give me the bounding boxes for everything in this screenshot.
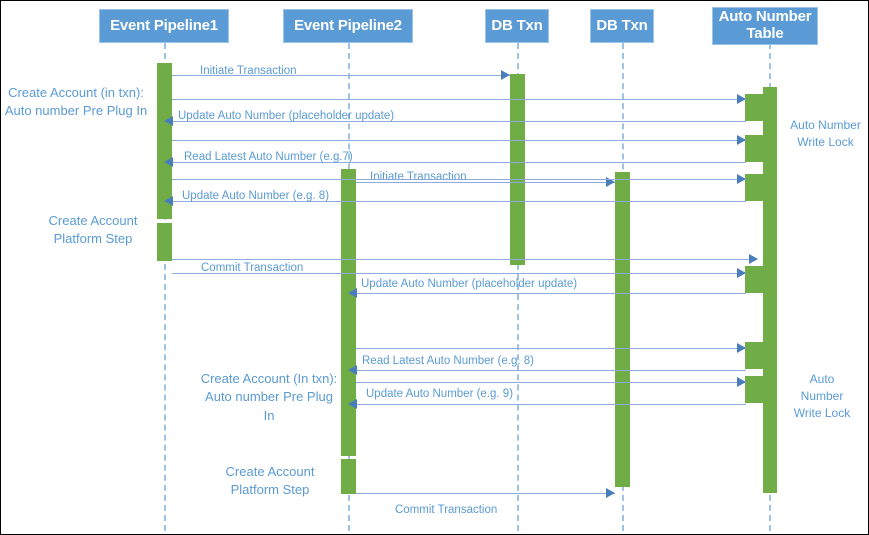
message-line-m1 — [172, 75, 510, 76]
message-line-m10 — [172, 273, 746, 274]
message-line-m9 — [172, 259, 757, 260]
participant-label-event-pipeline1: Event Pipeline1 — [110, 16, 218, 34]
arrowhead-m13 — [348, 365, 357, 375]
message-label-m8: Update Auto Number (e.g. 8) — [182, 190, 330, 202]
message-line-m3 — [172, 121, 746, 122]
message-line-m11 — [356, 293, 746, 294]
activation-ant-op-5 — [745, 342, 763, 369]
arrowhead-m12 — [737, 343, 746, 353]
message-label-m5: Read Latest Auto Number (e.g.7) — [184, 151, 353, 163]
message-label-m16: Commit Transaction — [395, 504, 498, 516]
activation-auto-number-table-lock2 — [763, 266, 777, 493]
activation-ant-op-6 — [745, 376, 763, 403]
message-line-m12 — [356, 348, 746, 349]
message-label-m13: Read Latest Auto Number (e.g. 8) — [362, 355, 534, 367]
participant-auto-number-table[interactable]: Auto Number Table — [712, 7, 818, 45]
annotation-create-account-platform-step-2: Create Account Platform Step — [225, 464, 315, 498]
lifeline-event-pipeline1 — [164, 43, 166, 531]
participant-label-auto-number-table: Auto Number Table — [718, 8, 812, 42]
message-label-m11: Update Auto Number (placeholder update) — [361, 278, 578, 290]
activation-ant-op-4 — [745, 266, 763, 293]
activation-ant-op-3 — [745, 174, 763, 201]
activation-event-pipeline1-b — [157, 223, 172, 261]
message-line-m8 — [172, 201, 746, 202]
arrowhead-m14 — [737, 377, 746, 387]
message-line-m13 — [356, 370, 746, 371]
message-line-m5 — [172, 162, 746, 163]
arrowhead-m3 — [164, 116, 173, 126]
arrowhead-m11 — [348, 288, 357, 298]
message-line-m15 — [356, 404, 746, 405]
activation-event-pipeline1-a — [157, 63, 172, 219]
message-label-m15: Update Auto Number (e.g. 9) — [366, 388, 514, 400]
arrowhead-m10 — [737, 268, 746, 278]
arrowhead-m7 — [737, 174, 746, 184]
participant-db-txn-2[interactable]: DB Txn — [590, 9, 654, 43]
arrowhead-m15 — [348, 399, 357, 409]
arrowhead-m5 — [164, 157, 173, 167]
participant-event-pipeline1[interactable]: Event Pipeline1 — [99, 9, 229, 43]
annotation-auto-number-write-lock-2: Auto Number Write Lock — [793, 372, 851, 421]
arrowhead-m1 — [501, 70, 510, 80]
annotation-create-account-pre-plugin-2: Create Account (In txn): Auto number Pre… — [200, 371, 338, 423]
participant-label-db-txn-2: DB Txn — [596, 16, 648, 34]
activation-ant-op-1 — [745, 94, 763, 121]
message-line-m14 — [356, 382, 746, 383]
message-label-m6: Initiate Transaction — [370, 171, 467, 183]
annotation-create-account-platform-step-1: Create Account Platform Step — [48, 213, 138, 247]
message-label-m1: Initiate Transaction — [200, 65, 297, 77]
message-line-m4 — [172, 140, 746, 141]
activation-ant-op-2 — [745, 135, 763, 162]
message-label-m3: Update Auto Number (placeholder update) — [178, 110, 395, 122]
arrowhead-m6 — [606, 177, 615, 187]
participant-label-event-pipeline2: Event Pipeline2 — [294, 16, 402, 34]
message-line-m6 — [356, 182, 615, 183]
message-line-m2 — [172, 99, 746, 100]
arrowhead-m8 — [164, 196, 173, 206]
activation-event-pipeline2-a — [341, 169, 356, 456]
activation-event-pipeline2-b — [341, 459, 356, 494]
message-line-m16 — [356, 493, 615, 494]
lifeline-db-txn-1 — [517, 43, 519, 531]
participant-db-txn-1[interactable]: DB Txn — [485, 9, 549, 43]
arrowhead-m2 — [737, 94, 746, 104]
activation-auto-number-table-lock1 — [763, 87, 777, 266]
activation-db-txn-2 — [615, 172, 630, 487]
participant-label-db-txn-1: DB Txn — [491, 16, 543, 34]
arrowhead-m16 — [606, 488, 615, 498]
activation-db-txn-1 — [510, 74, 525, 265]
message-label-m10: Commit Transaction — [201, 262, 304, 274]
arrowhead-m4 — [737, 135, 746, 145]
annotation-create-account-pre-plugin-1: Create Account (in txn): Auto number Pre… — [4, 85, 148, 119]
participant-event-pipeline2[interactable]: Event Pipeline2 — [283, 9, 413, 43]
arrowhead-m9 — [749, 254, 758, 264]
annotation-auto-number-write-lock-1: Auto Number Write Lock — [790, 118, 861, 150]
message-line-m7 — [172, 179, 746, 180]
